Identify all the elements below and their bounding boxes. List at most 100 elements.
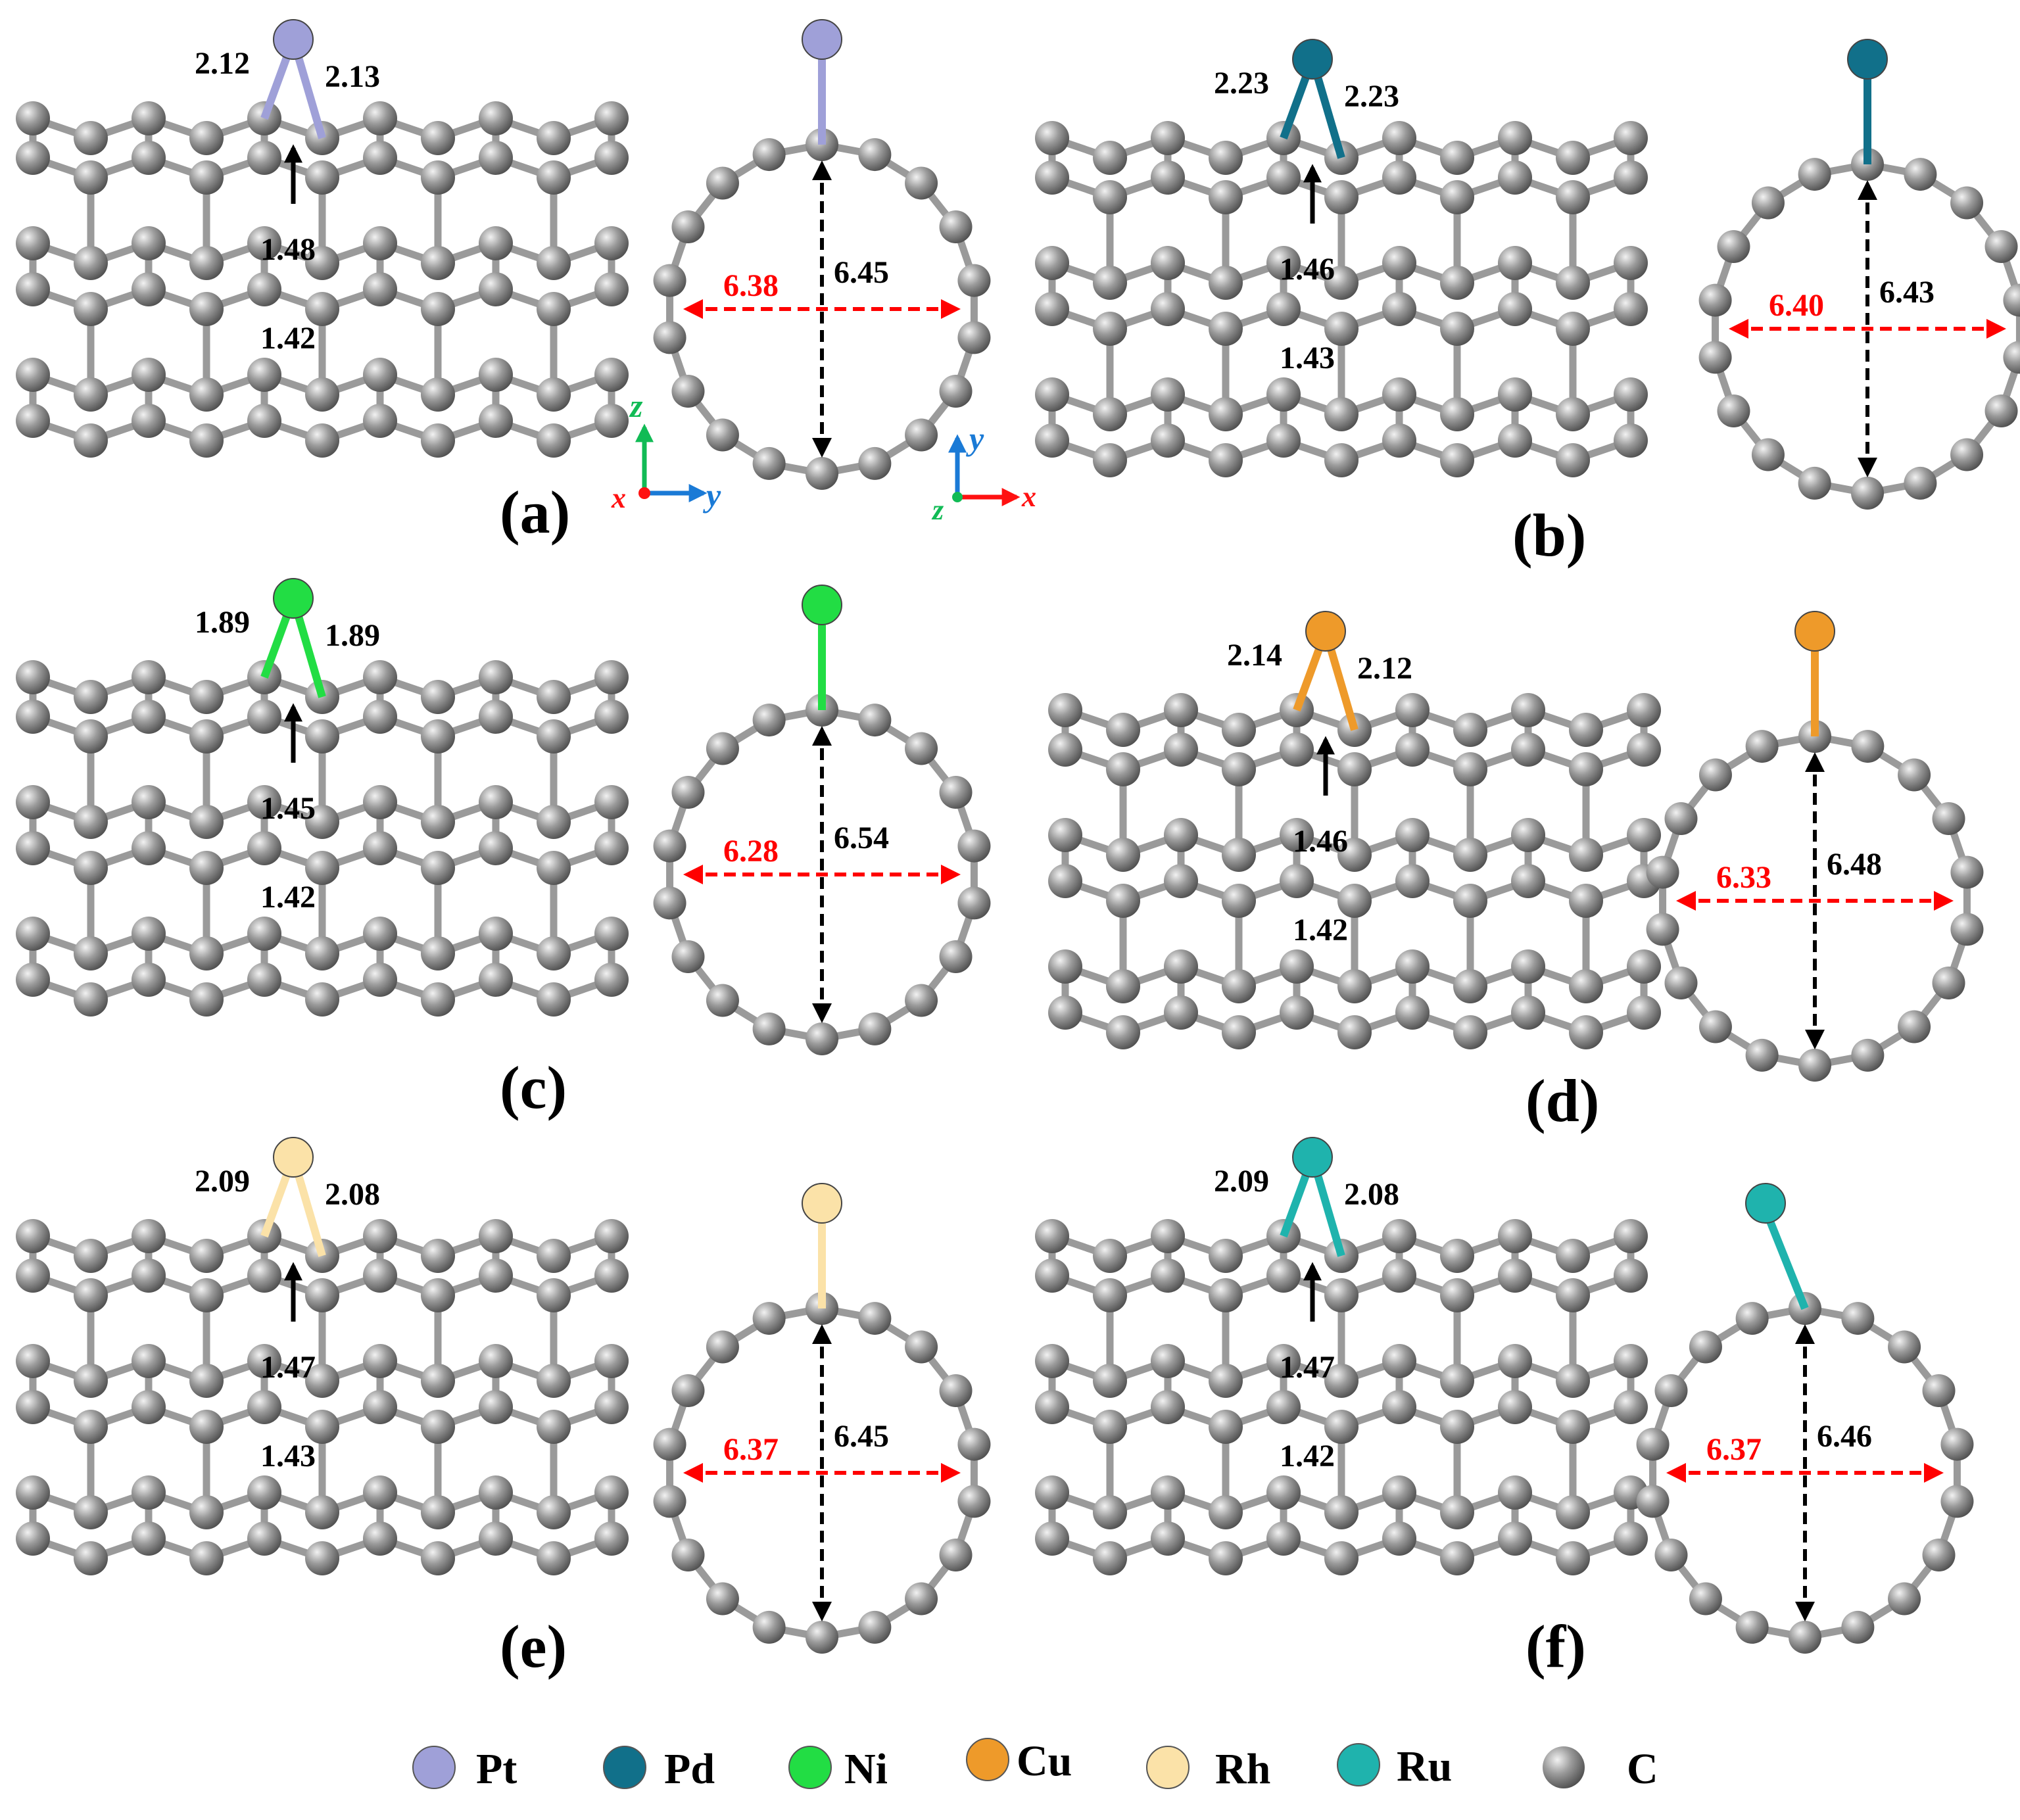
carbon-atom [1453, 1015, 1487, 1049]
carbon-atom [74, 982, 108, 1017]
carbon-atom [363, 404, 397, 438]
carbon-atom [706, 1582, 739, 1616]
carbon-atom [247, 1475, 281, 1510]
carbon-atom [1614, 1258, 1648, 1293]
top-view-6: 6.466.37 [1636, 1183, 1974, 1654]
carbon-atom [305, 1278, 339, 1312]
carbon-atom [1453, 752, 1487, 786]
carbon-atom [1698, 341, 1732, 374]
carbon-atom [1266, 423, 1301, 458]
carbon-atom [671, 1374, 705, 1407]
carbon-atom [189, 680, 224, 714]
carbon-atom [363, 101, 397, 135]
carbon-atom [752, 138, 786, 172]
carbon-atom [1280, 995, 1314, 1030]
carbon-atom [1498, 160, 1532, 195]
carbon-atom [1209, 1364, 1243, 1398]
carbon-atom [1922, 1374, 1956, 1407]
distance-label: 1.48 [260, 232, 316, 267]
carbon-atom [16, 226, 50, 260]
carbon-atom [132, 917, 166, 951]
carbon-atom [1093, 443, 1127, 477]
carbon-atom [1569, 1015, 1603, 1049]
carbon-atom [479, 700, 513, 734]
carbon-atom [1698, 1010, 1732, 1043]
vertical-diameter-label: 6.45 [834, 1419, 889, 1454]
carbon-atom [363, 917, 397, 951]
carbon-atom [1498, 1344, 1532, 1378]
carbon-atom [132, 141, 166, 175]
carbon-atom [74, 1541, 108, 1575]
legend-label: Ru [1397, 1742, 1452, 1790]
carbon-atom [1440, 443, 1474, 477]
carbon-atom [1222, 713, 1256, 747]
carbon-atom [132, 1344, 166, 1378]
carbon-atom [305, 1541, 339, 1575]
cc-bond-label: 1.43 [1280, 341, 1335, 375]
carbon-atom [132, 1390, 166, 1424]
carbon-atom [1940, 1427, 1974, 1461]
carbon-atom [1556, 312, 1590, 346]
carbon-atom [537, 377, 571, 412]
carbon-atom [1689, 1330, 1722, 1364]
metal-bond-right-label: 2.13 [325, 59, 380, 94]
carbon-atom [189, 936, 224, 970]
carbon-atoms [1035, 121, 1648, 477]
carbon-atom [74, 160, 108, 195]
legend-item-rh: Rh [1146, 1745, 1270, 1793]
carbon-atom [1093, 1495, 1127, 1529]
horizontal-diameter-label: 6.37 [723, 1432, 779, 1467]
carbon-atom [74, 680, 108, 714]
carbon-atom [1106, 713, 1140, 747]
carbon-atom [16, 1258, 50, 1293]
carbon-atom [16, 917, 50, 951]
carbon-atom [1511, 864, 1545, 898]
legend-label: Pd [664, 1745, 715, 1793]
horizontal-diameter-label: 6.40 [1769, 288, 1824, 323]
carbon-atom [1950, 438, 1984, 471]
carbon-atom [537, 1541, 571, 1575]
carbon-atom [1151, 121, 1185, 155]
carbon-atom [1324, 266, 1359, 300]
carbon-atom [594, 358, 629, 392]
carbon-atom [1698, 283, 1732, 317]
carbon-atom [858, 138, 892, 172]
carbon-atom [653, 1485, 686, 1518]
carbon-atom [1337, 884, 1372, 918]
carbon-atom [421, 936, 455, 970]
carbon-atom [537, 423, 571, 458]
carbon-atom [132, 272, 166, 306]
legend-label: Pt [476, 1745, 517, 1793]
carbon-atom [1222, 1015, 1256, 1049]
carbon-atom [189, 246, 224, 280]
metal-atom [1292, 39, 1333, 80]
carbon-atom [653, 264, 686, 297]
carbon-atom [74, 1364, 108, 1398]
carbon-atom [1614, 1390, 1648, 1424]
carbon-atom [594, 917, 629, 951]
carbon-atom [706, 166, 739, 200]
axis-z-dot [952, 492, 963, 502]
carbon-atom [1440, 1495, 1474, 1529]
carbon-atom [594, 700, 629, 734]
carbon-atom [1324, 397, 1359, 431]
carbon-atom [1556, 1364, 1590, 1398]
carbon-atom [74, 121, 108, 155]
pd-atom-icon [603, 1746, 646, 1789]
carbon-atom [1382, 1219, 1416, 1253]
carbon-atom [671, 940, 705, 973]
carbon-atom [1614, 1344, 1648, 1378]
carbon-atom [537, 936, 571, 970]
carbon-atom [247, 358, 281, 392]
carbon-atom [189, 377, 224, 412]
carbon-atom [189, 1364, 224, 1398]
carbon-atom [363, 1475, 397, 1510]
panel-label: (f) [1526, 1613, 1586, 1680]
metal-bond-right-label: 2.08 [1344, 1177, 1399, 1212]
carbon-atom [74, 1239, 108, 1273]
carbon-atom [1556, 1495, 1590, 1529]
